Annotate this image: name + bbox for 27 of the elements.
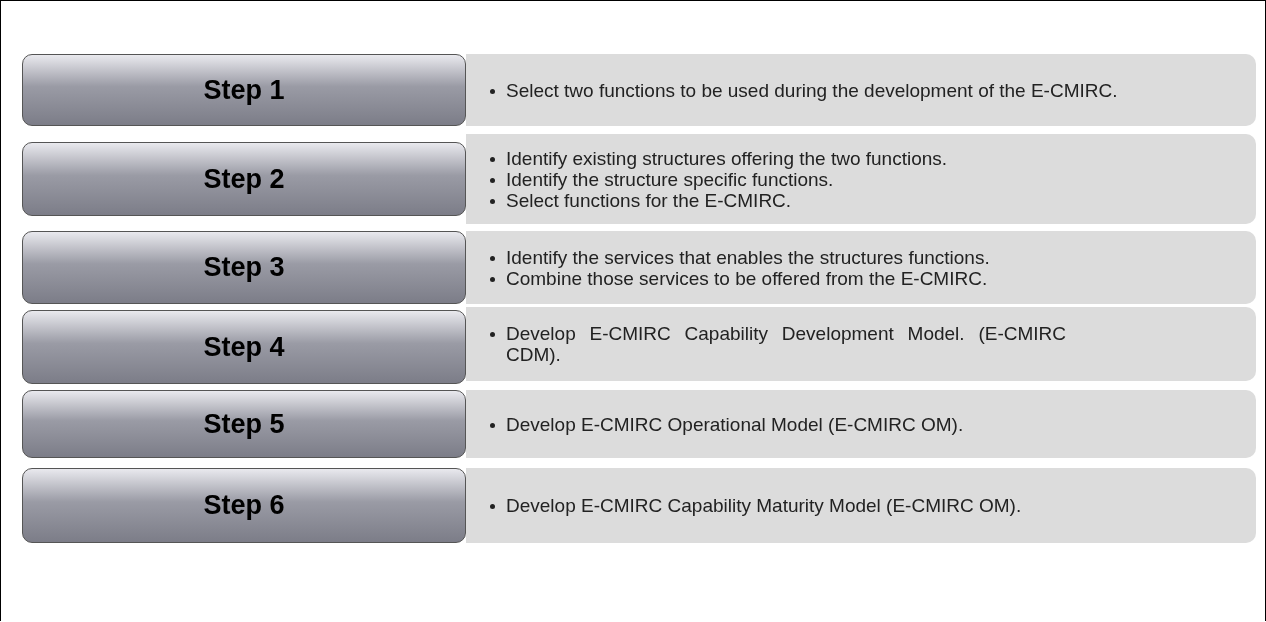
description-box xyxy=(466,231,1256,304)
bullet-text: Develop E-CMIRC Capability Development Model. (E-CMIRC CDM). xyxy=(506,323,1066,365)
step-box xyxy=(22,231,466,304)
description-box xyxy=(466,307,1256,381)
step-box xyxy=(22,468,466,543)
bullet-text: Identify the structure specific functions. xyxy=(506,168,834,190)
description-box xyxy=(466,468,1256,543)
description-box xyxy=(466,134,1256,224)
bullet-text: Develop E-CMIRC Operational Model (E-CMIRC OM). xyxy=(506,413,964,435)
step-label: Step 6 xyxy=(203,490,285,521)
bullet-text: Identify existing structures offering the two functions. xyxy=(506,147,948,169)
step-label: Step 4 xyxy=(203,331,285,363)
step-box xyxy=(22,54,466,126)
description-box xyxy=(466,54,1256,126)
bullet-text: Select two functions to be used during the development of the E-CMIRC. xyxy=(506,79,1118,101)
step-box xyxy=(22,390,466,458)
bullet-text: Select functions for the E-CMIRC. xyxy=(506,189,792,211)
bullet-text: Identify the services that enables the structures functions. xyxy=(506,246,990,268)
description-box xyxy=(466,390,1256,458)
step-label: Step 5 xyxy=(203,408,285,440)
step-label: Step 3 xyxy=(203,252,285,283)
bullet-text: Combine those services to be offered from the E-CMIRC. xyxy=(506,267,988,289)
step-label: Step 2 xyxy=(203,163,285,195)
bullet-text: Develop E-CMIRC Capability Maturity Model (E-CMIRC OM). xyxy=(506,495,1022,516)
step-box xyxy=(22,310,466,384)
step-label: Step 1 xyxy=(203,74,285,106)
step-box xyxy=(22,142,466,216)
